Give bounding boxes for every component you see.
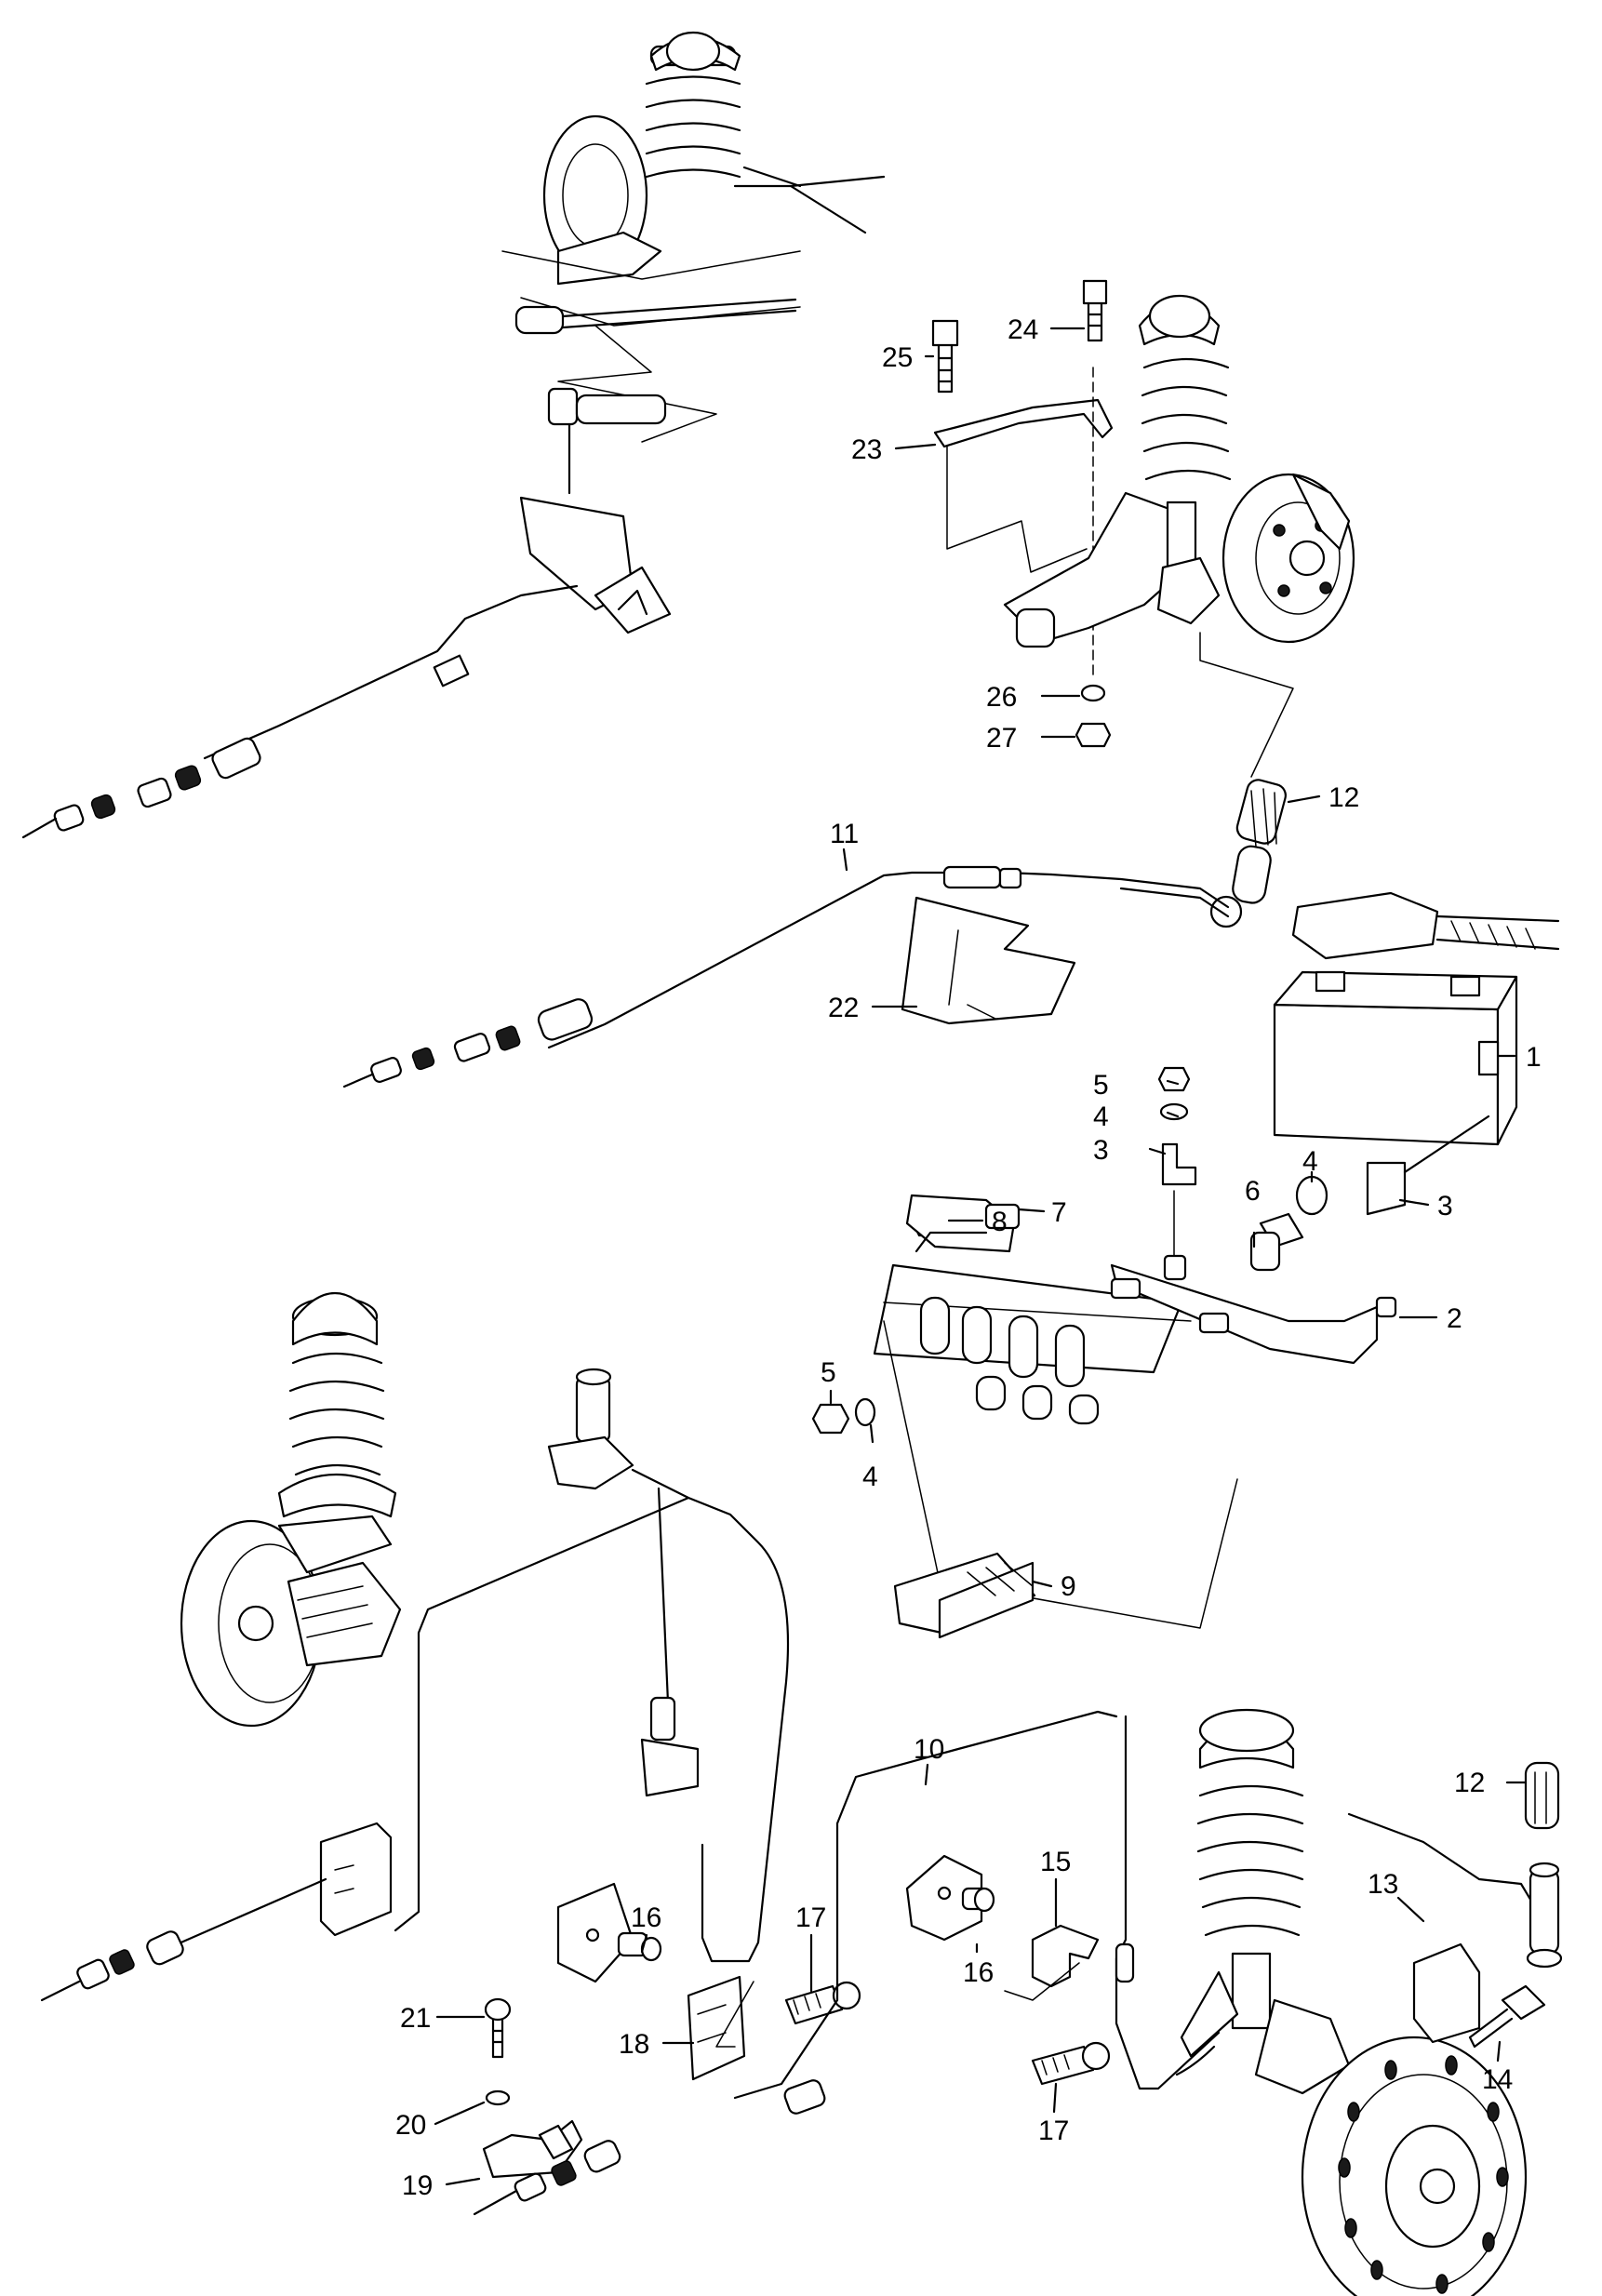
callout-21: 21: [400, 2003, 431, 2034]
callout-8: 8: [992, 1207, 1008, 1237]
callout-16-right: 16: [963, 1957, 994, 1988]
front-right-strut-assembly: [931, 279, 1355, 848]
callout-18: 18: [619, 2029, 649, 2060]
callout-1: 1: [1526, 1042, 1542, 1073]
callout-23: 23: [851, 434, 882, 465]
callout-5-lower: 5: [821, 1357, 836, 1388]
callout-10: 10: [914, 1734, 944, 1765]
callout-13: 13: [1368, 1869, 1398, 1900]
callout-22: 22: [828, 993, 859, 1023]
callout-17-left: 17: [795, 1902, 826, 1933]
callout-17-right: 17: [1038, 2116, 1069, 2146]
cable-clips-and-screws: [473, 1710, 1221, 2216]
callout-16-left: 16: [631, 1902, 661, 1933]
callout-4-upper: 4: [1093, 1101, 1109, 1132]
callout-3-upper: 3: [1093, 1135, 1109, 1166]
callout-4-lower: 4: [862, 1462, 878, 1492]
callout-19: 19: [402, 2170, 433, 2201]
callout-14: 14: [1482, 2064, 1513, 2095]
callout-5-upper: 5: [1093, 1070, 1109, 1101]
callout-24: 24: [1008, 314, 1038, 345]
callout-6: 6: [1245, 1176, 1261, 1207]
callout-12-upper: 12: [1328, 782, 1359, 813]
callout-labels: 1 2 3 3 4 4 4 5 5 6 7 8 9 10 11 12 12 13…: [395, 314, 1542, 2201]
callout-25: 25: [882, 342, 913, 373]
callout-4-right: 4: [1302, 1146, 1318, 1177]
speedometer-cable-11: [342, 845, 1272, 1088]
battery-and-control-unit-group: [811, 891, 1560, 1639]
callout-7: 7: [1051, 1197, 1067, 1228]
callout-15: 15: [1040, 1847, 1071, 1877]
callout-2: 2: [1447, 1303, 1462, 1334]
callout-26: 26: [986, 682, 1017, 713]
callout-9: 9: [1061, 1571, 1076, 1602]
leader-lines: [434, 327, 1528, 2186]
callout-27: 27: [986, 723, 1017, 754]
callout-11: 11: [830, 819, 859, 849]
callout-3-right: 3: [1437, 1191, 1453, 1221]
callout-20: 20: [395, 2110, 426, 2141]
callout-12-lower: 12: [1454, 1768, 1485, 1798]
rear-right-strut-assembly: [1175, 1708, 1563, 2296]
rear-left-strut-assembly: [40, 1291, 790, 2002]
front-left-strut-assembly: [21, 31, 886, 839]
